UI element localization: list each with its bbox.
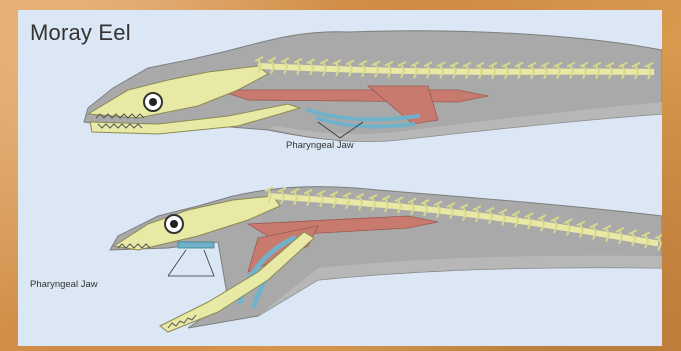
eel-bottom-pharyngeal-jaw-tip [178, 242, 214, 248]
eel-diagram [18, 10, 662, 346]
diagram-panel: Moray Eel Pharyngeal Jaw Pharyngeal Jaw [18, 10, 662, 346]
eel-top-pupil [149, 98, 157, 106]
label-pharyngeal-jaw-top: Pharyngeal Jaw [286, 140, 354, 151]
diagram-title: Moray Eel [30, 20, 131, 46]
eel-top [84, 31, 662, 142]
eel-bottom-pupil [170, 220, 178, 228]
label-pharyngeal-jaw-bottom: Pharyngeal Jaw [30, 279, 98, 290]
eel-bottom-pointer [168, 250, 214, 276]
eel-bottom [110, 187, 662, 332]
eel-top-muscle [218, 90, 488, 102]
